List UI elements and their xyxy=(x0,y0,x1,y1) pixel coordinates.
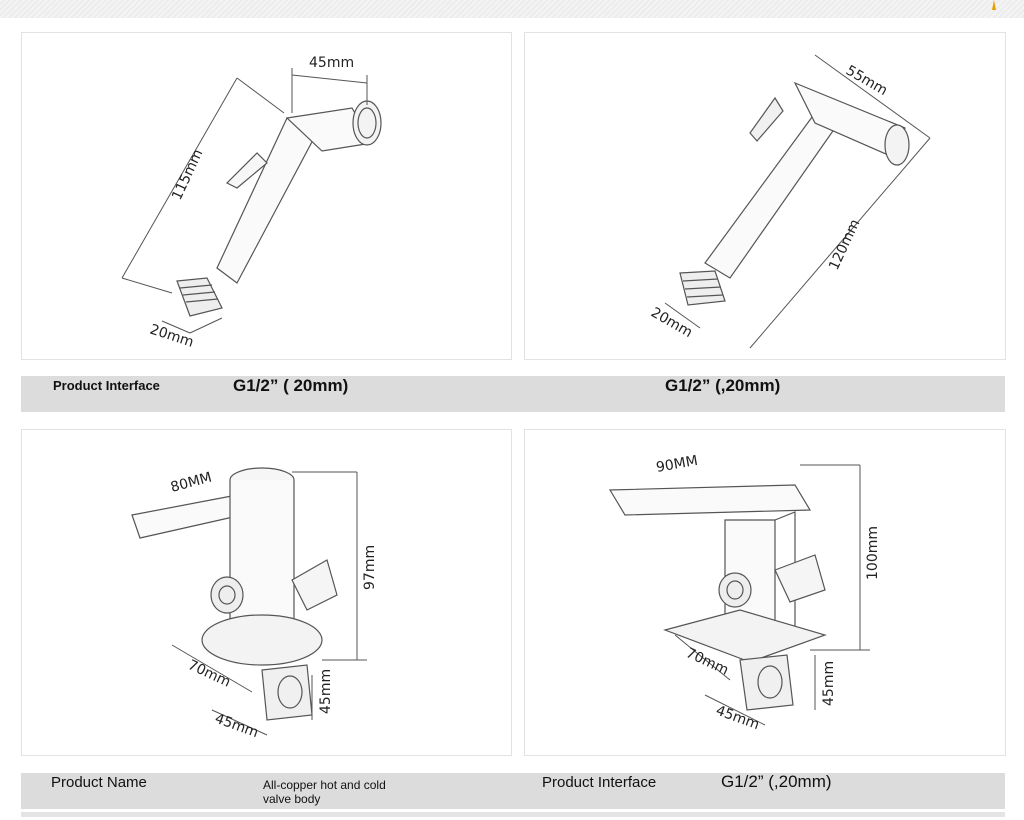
sprayer-2-nozzle xyxy=(884,124,910,166)
valve-square-holder xyxy=(774,554,826,603)
valve-round-holder xyxy=(291,559,338,611)
sprayer-1-drawing: 45mm 115mm 20mm xyxy=(121,55,382,351)
valve-square-height-label: 100mm xyxy=(865,526,881,580)
bottom-divider xyxy=(21,812,1005,817)
top-pattern-strip xyxy=(0,0,1024,18)
sprayer-2-lever xyxy=(749,96,784,142)
sprayer-1-thread xyxy=(176,277,223,317)
product-interface-label: Product Interface xyxy=(542,774,657,791)
sprayer-2-base-label: 20mm xyxy=(648,305,695,341)
valve-round-base-label: 45mm xyxy=(213,711,261,741)
product-name-value: All-copper hot and cold valve body xyxy=(263,778,386,806)
sprayer-1-width-label: 45mm xyxy=(309,55,354,71)
valve-round-handle-label: 80MM xyxy=(169,470,214,496)
product-name-label: Product Name xyxy=(51,774,147,791)
corner-flame-icon xyxy=(992,0,996,10)
valve-square-inlet xyxy=(739,654,794,711)
valve-square-drawing: 90MM 100mm 70mm 45mm 45mm xyxy=(608,453,881,733)
panel-sprayer-1: 45mm 115mm 20mm xyxy=(21,32,512,360)
product-name-band: Product Name All-copper hot and cold val… xyxy=(21,772,1005,809)
valve-square-side-label: 45mm xyxy=(821,661,837,706)
sprayer-1-body xyxy=(216,117,323,284)
interface-band: Product Interface G1/2” ( 20mm) G1/2” (,… xyxy=(21,376,1005,412)
sprayer-1-base-label: 20mm xyxy=(148,322,196,351)
interface-label: Product Interface xyxy=(53,378,160,393)
sprayer-2-body xyxy=(704,112,836,279)
panel-valve-round: 80MM 97mm 70mm 45mm 45mm xyxy=(21,429,512,756)
sprayer-1-height-label: 115mm xyxy=(169,147,206,203)
valve-round-outlet xyxy=(210,576,244,614)
valve-round-side-label: 45mm xyxy=(318,669,334,714)
product-interface-value: G1/2” (,20mm) xyxy=(721,772,832,791)
valve-square-flange xyxy=(663,609,827,663)
valve-round-flange xyxy=(201,614,323,666)
interface-value-right: G1/2” (,20mm) xyxy=(665,376,781,395)
sprayer-2-height-label: 120mm xyxy=(826,217,863,273)
valve-round-body xyxy=(229,480,295,636)
valve-round-height-label: 97mm xyxy=(362,545,378,590)
valve-round-handle xyxy=(131,494,243,539)
valve-round-depth-label: 70mm xyxy=(185,657,233,691)
valve-square-handle xyxy=(608,484,812,516)
interface-value-left: G1/2” ( 20mm) xyxy=(233,376,349,395)
sprayer-2-drawing: 55mm 120mm 20mm xyxy=(648,54,931,349)
panel-valve-square: 90MM 100mm 70mm 45mm 45mm xyxy=(524,429,1006,756)
valve-round-drawing: 80MM 97mm 70mm 45mm 45mm xyxy=(131,467,378,741)
valve-square-handle-label: 90MM xyxy=(655,453,699,476)
valve-round-inlet xyxy=(261,664,313,721)
panel-sprayer-2: 55mm 120mm 20mm xyxy=(524,32,1006,360)
valve-square-outlet xyxy=(718,572,752,608)
